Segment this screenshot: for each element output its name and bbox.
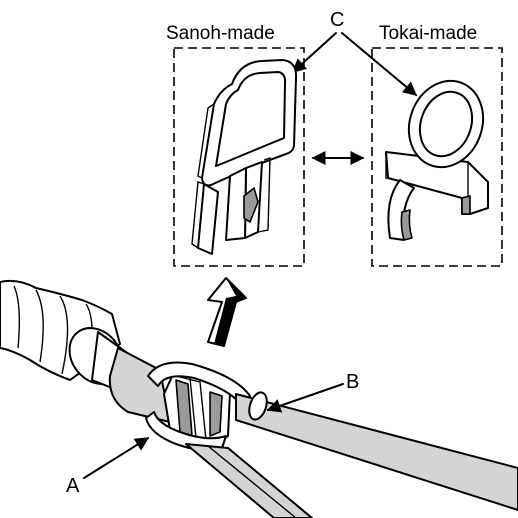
callout-a-label: A [66,475,80,497]
callout-c-leader-tokai [341,32,418,96]
sanoh-clip-drawing [191,59,298,255]
tokai-made-label: Tokai-made [379,23,477,44]
hose-assembly [0,279,518,518]
sanoh-made-label: Sanoh-made [166,23,275,44]
callout-b-leader [266,383,344,413]
callout-c-label: C [330,9,344,31]
tokai-clip-box [371,47,503,267]
callout-c-leader-sanoh [291,32,337,73]
removal-direction-arrow-shade [214,278,246,346]
tokai-clip-drawing [385,79,489,241]
callout-b-label: B [346,371,359,393]
sanoh-clip-box [173,47,305,267]
callout-a-leader [83,437,150,479]
